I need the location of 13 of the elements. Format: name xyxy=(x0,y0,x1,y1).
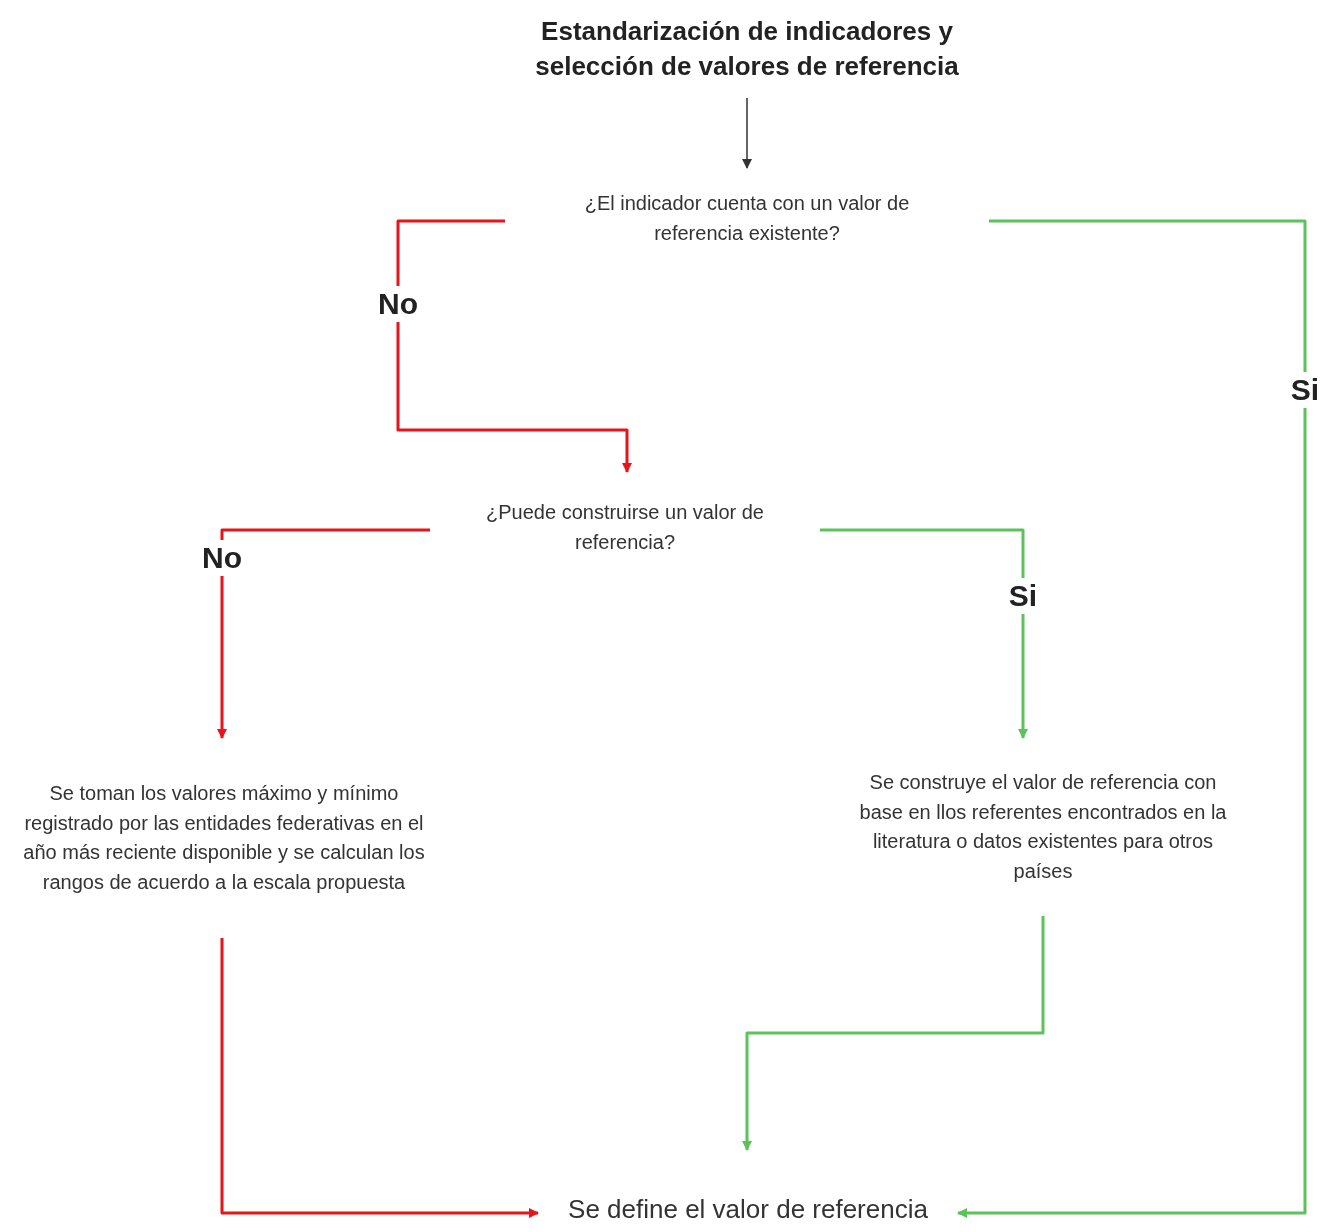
step-text: Se toman los valores máximo y mínimo registrado por las entidades federativas en el año más reciente disponible y se calculan los rangos de acuerdo a la escala propuesta xyxy=(22,781,426,895)
step-text: Se define el valor de referencia xyxy=(568,1193,928,1226)
step-text: ¿Puede construirse un valor de referencia? xyxy=(485,500,765,555)
step-text: Se construye el valor de referencia con base en llos referentes encontrados en la literatura o datos existentes para otros países xyxy=(858,770,1228,884)
arrow xyxy=(742,916,1045,1151)
arrow xyxy=(396,219,632,473)
arrow xyxy=(742,97,752,169)
arrow xyxy=(217,528,430,739)
step-text: ¿El indicador cuenta con un valor de referencia existente? xyxy=(583,191,911,246)
arrow xyxy=(820,528,1028,739)
title-text: Estandarización de indicadores y selección de valores de referencia xyxy=(534,15,960,83)
arrow xyxy=(957,219,1307,1218)
arrow xyxy=(220,938,539,1218)
